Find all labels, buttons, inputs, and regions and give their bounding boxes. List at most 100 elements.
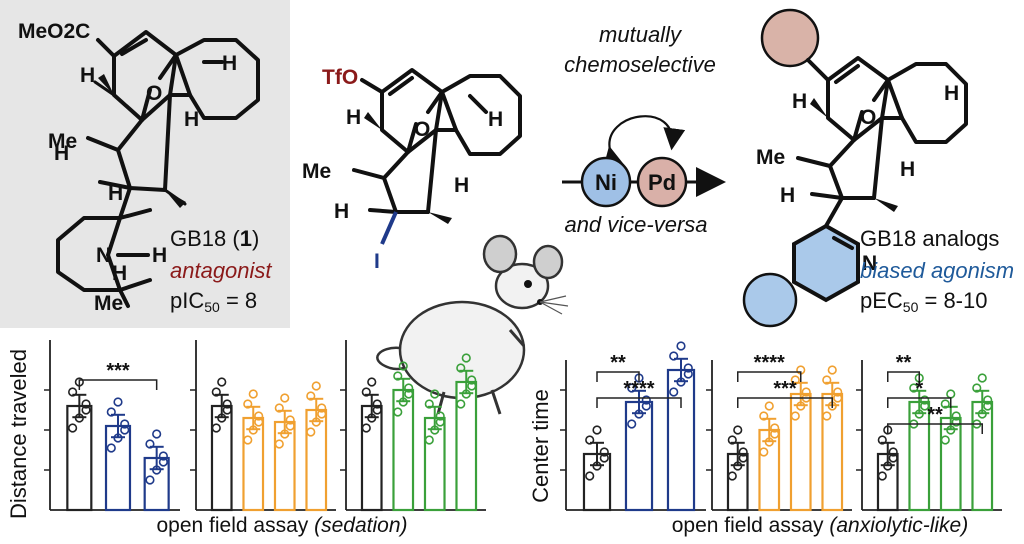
- chart1-panel2-point: [248, 425, 258, 435]
- pd-catalyst: [636, 156, 688, 208]
- gb18-nh-h: H: [152, 244, 167, 267]
- chart2-panel1-point: [627, 419, 637, 429]
- chart2-panel3-point: [951, 411, 961, 421]
- chart2-panel1-significance-bracket: [596, 397, 682, 408]
- chart2-panel2-point: [727, 435, 737, 445]
- chart1-panel2-point: [217, 377, 227, 387]
- chart1-panel1-point: [113, 433, 123, 443]
- chart2-panel1-point: [592, 425, 602, 435]
- chart2-panel3-point: [977, 409, 987, 419]
- chart2-panel3-significance-bracket: [887, 423, 983, 434]
- gb18-me-bottom: Me: [94, 292, 123, 315]
- chart2-panel2-point: [822, 411, 832, 421]
- gb18-structure: [56, 30, 260, 308]
- chart1-panel3-point: [404, 383, 414, 393]
- chart2-panel2-point: [759, 411, 769, 421]
- analogs-activity: biased agonism: [860, 258, 1014, 283]
- chart1-panel2-bar-2: [242, 416, 265, 512]
- chart2-panel2-point: [738, 447, 748, 457]
- ni-label: Ni: [595, 170, 617, 195]
- chart1-panel1-point: [106, 443, 116, 453]
- chart2-panel2-point: [764, 401, 774, 411]
- chart2-panel3-point: [940, 435, 950, 445]
- chart2-panel1-significance-stars: **: [610, 352, 626, 374]
- chart2-panel1-point: [641, 401, 651, 411]
- chart2-panel1-point: [585, 435, 595, 445]
- gb18-name: GB18 (1): [170, 226, 259, 251]
- analog-pyridine-n: N: [862, 252, 877, 275]
- chart1-panel3-point: [398, 361, 408, 371]
- chart2-ylabel: Center time: [528, 389, 553, 503]
- chart2-panel1-point: [634, 409, 644, 419]
- chart2-panel2-point: [733, 425, 743, 435]
- reaction-vice-versa: and vice-versa: [564, 212, 707, 237]
- chart2-panel2-point: [833, 393, 843, 403]
- analog-oxygen: O: [860, 106, 876, 129]
- chart1-panel1-point: [158, 457, 168, 467]
- chart2-panel3-point: [920, 395, 930, 405]
- chart1-panel3-point: [393, 407, 403, 417]
- chart2-panel1-point: [599, 447, 609, 457]
- chart2-panel2-point: [770, 423, 780, 433]
- chart2-panel3-point: [977, 373, 987, 383]
- chart1-panel3-point: [361, 387, 371, 397]
- chart2-panel2-significance-stars: ***: [773, 378, 797, 400]
- analogs-name: GB18 analogs: [860, 226, 999, 251]
- chart2-panel3-point: [972, 383, 982, 393]
- chart1-panel3-point: [367, 413, 377, 423]
- chart1-panel2-point: [211, 387, 221, 397]
- intermediate-structure: [352, 68, 522, 245]
- chart1-panel2-point: [243, 435, 253, 445]
- chart1-panel1-point: [145, 475, 155, 485]
- chart2-panel3-point: [909, 383, 919, 393]
- chart1-panel3-point: [435, 411, 445, 421]
- chart1-panel3-point: [435, 417, 445, 427]
- chart2-panel3-point: [946, 389, 956, 399]
- chart1-panel1-significance-stars: ***: [106, 360, 130, 382]
- chart2-panel3-bar-3: [939, 416, 962, 512]
- chart1-panel1-point: [68, 387, 78, 397]
- analog-h-left: H: [792, 90, 807, 113]
- chart2-panel1-point: [585, 471, 595, 481]
- chart1-panel2-point: [211, 423, 221, 433]
- chart2-panel2-significance-stars: ****: [754, 352, 785, 374]
- chart1-panel3-point: [398, 397, 408, 407]
- chart2-panel1-significance-stars: ****: [623, 378, 654, 400]
- chart1-panel2-point: [222, 399, 232, 409]
- chart1-xlabel: open field assay (sedation): [156, 514, 407, 537]
- chart2-panel3-significance-stars: **: [927, 404, 943, 426]
- chart1-panel3-bar-3: [423, 416, 446, 512]
- chart1-ylabel: Distance traveled: [6, 349, 31, 519]
- chart1-panel3-point: [367, 377, 377, 387]
- chart2-panel3-point: [983, 401, 993, 411]
- chart2-panel3-significance-bracket: [887, 397, 952, 408]
- chart1-panel3-point: [393, 371, 403, 381]
- chart1-panel2-point: [222, 405, 232, 415]
- chart2-panel2-significance-bracket: [737, 397, 833, 408]
- chart2-panel2-point: [790, 411, 800, 421]
- gb18-panel-background: [0, 0, 290, 328]
- chart1-panel3-point: [424, 435, 434, 445]
- analog-substituent-top: [760, 8, 820, 68]
- chart2-panel3-point: [940, 399, 950, 409]
- analog-substituent-bottom: [742, 272, 798, 328]
- chart1-panel1-point: [145, 439, 155, 449]
- chart1-panel1-point: [120, 419, 130, 429]
- chart1-panel1-point: [113, 397, 123, 407]
- chart2-panel2-point: [790, 375, 800, 385]
- chart1-panel2-point: [254, 417, 264, 427]
- chart1-panel3-point: [404, 389, 414, 399]
- chart2-panel2-point: [738, 453, 748, 463]
- chart2-panel1-point: [641, 395, 651, 405]
- chart1-panel3-point: [361, 423, 371, 433]
- chart2-panel3-point: [888, 447, 898, 457]
- chart2-panel1-bar-3: [666, 368, 696, 512]
- chart2-panel2-point: [770, 429, 780, 439]
- chart2-panel3-point: [983, 395, 993, 405]
- pd-label: Pd: [648, 170, 676, 195]
- chart1-panel3-point: [467, 381, 477, 391]
- chart1-panel1-point: [152, 429, 162, 439]
- gb18-h-left: H: [80, 64, 95, 87]
- chart2-panel2-point: [759, 447, 769, 457]
- intermediate-iodo: I: [374, 250, 380, 273]
